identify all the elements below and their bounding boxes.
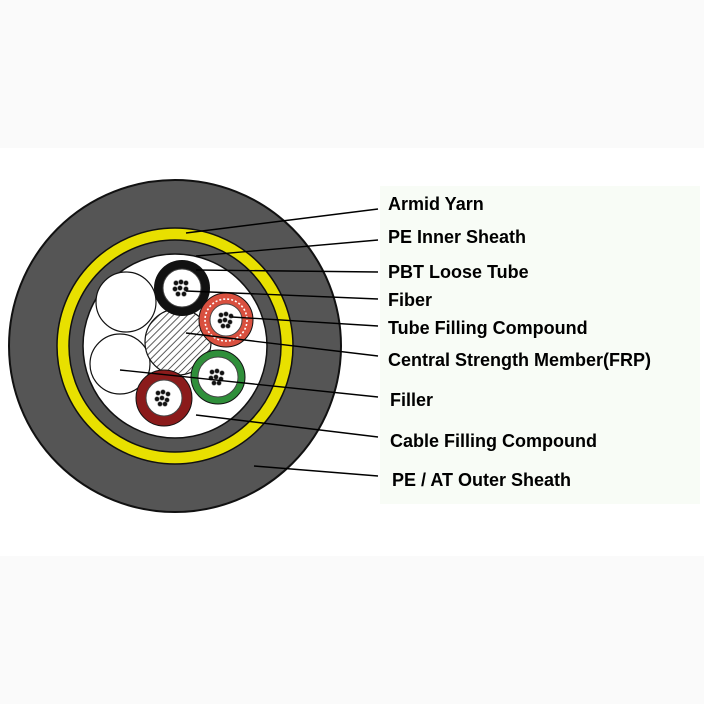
leader-filler xyxy=(119,369,379,398)
top-band xyxy=(0,0,704,148)
label-central-strength-member: Central Strength Member(FRP) xyxy=(388,350,651,370)
filler-top-left xyxy=(95,271,157,333)
fiber-bundle-red xyxy=(217,311,234,329)
label-filler: Filler xyxy=(390,390,433,410)
bottom-band xyxy=(0,556,704,704)
label-cable-filling-compound: Cable Filling Compound xyxy=(390,431,597,451)
leader-armid-yarn xyxy=(185,208,379,234)
leader-central-strength-member xyxy=(185,332,379,357)
leader-outer-sheath xyxy=(253,465,379,477)
leader-pe-inner-sheath xyxy=(195,239,379,257)
fiber-bundle-black xyxy=(172,279,189,297)
label-panel xyxy=(380,186,700,504)
label-outer-sheath: PE / AT Outer Sheath xyxy=(392,470,571,490)
label-fiber: Fiber xyxy=(388,290,432,310)
fiber-bundle-maroon xyxy=(154,389,171,407)
filler-left xyxy=(89,333,151,395)
leader-tube-filling-compound xyxy=(231,316,379,327)
tube-red-texture xyxy=(204,298,248,342)
leader-lines xyxy=(119,208,379,477)
leader-fiber xyxy=(185,290,379,300)
leader-cable-filling-compound xyxy=(195,414,379,438)
leader-pbt-loose-tube xyxy=(195,269,379,273)
label-pbt-loose-tube: PBT Loose Tube xyxy=(388,262,529,282)
label-armid-yarn: Armid Yarn xyxy=(388,194,484,214)
label-pe-inner-sheath: PE Inner Sheath xyxy=(388,227,526,247)
label-tube-filling-compound: Tube Filling Compound xyxy=(388,318,588,338)
